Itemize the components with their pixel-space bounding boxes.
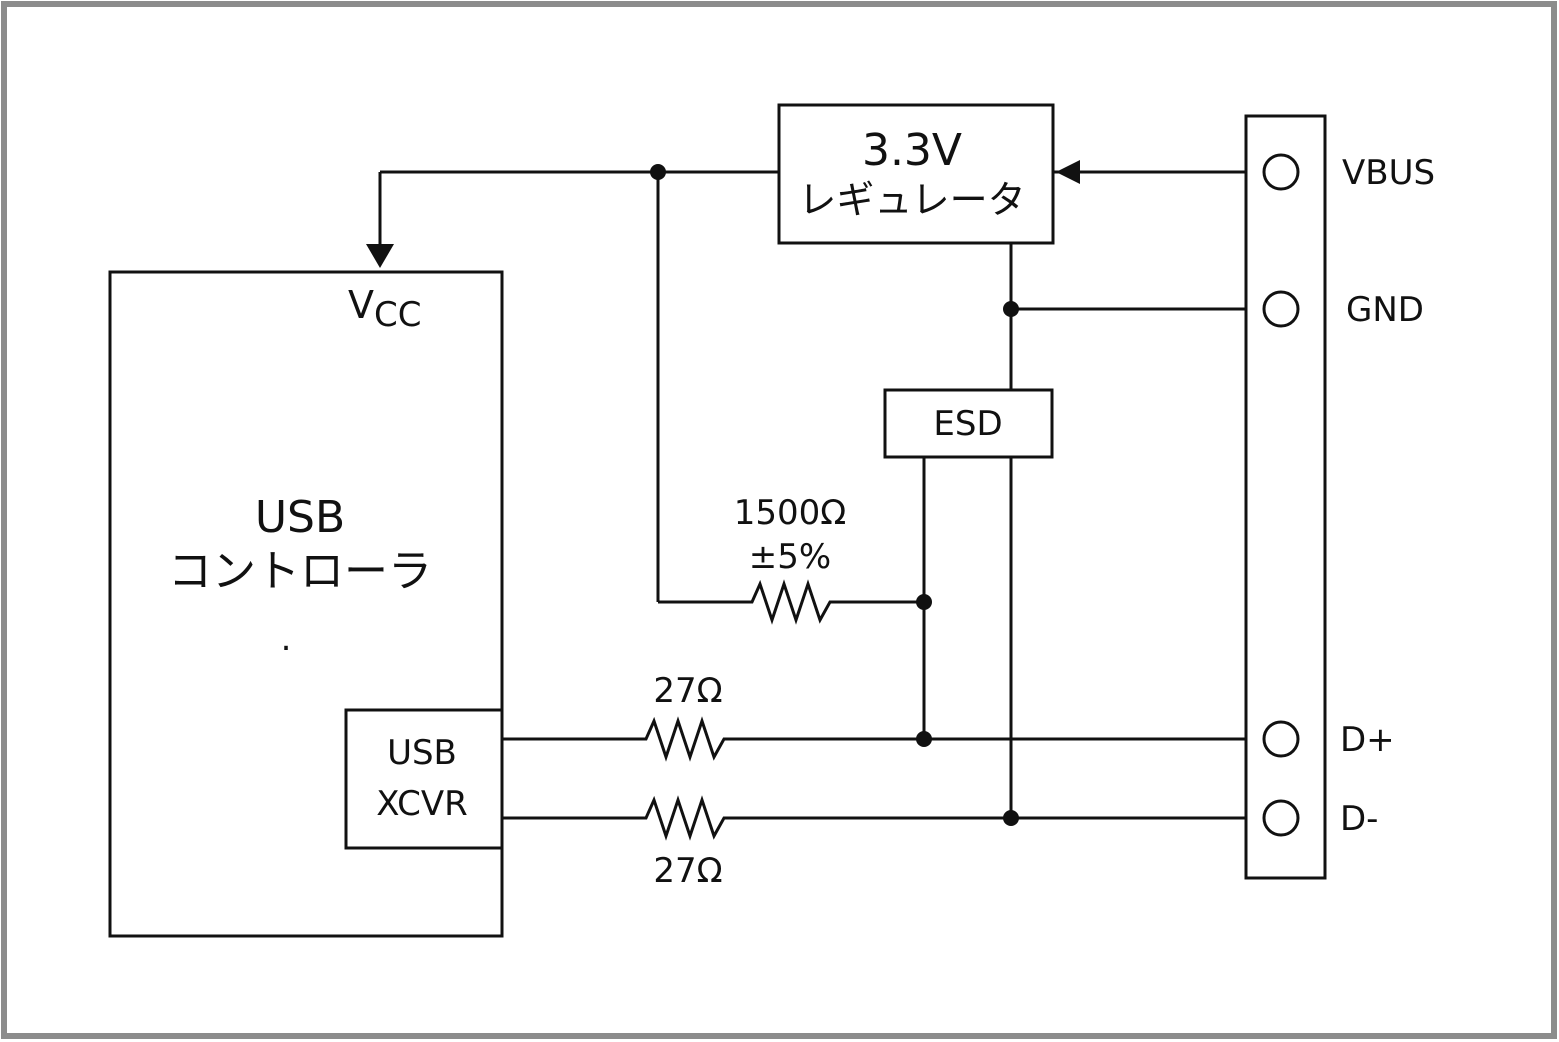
dplus-resistor-icon xyxy=(638,716,736,762)
vbus-pin-label: VBUS xyxy=(1342,153,1435,193)
junction-dot xyxy=(916,731,932,747)
esd-box xyxy=(883,388,1054,459)
regulator-label-line2: レギュレータ xyxy=(798,178,1025,222)
usb-connector-box xyxy=(1244,114,1327,880)
vcc-label: VCC xyxy=(348,283,421,335)
dminus-terminal-icon xyxy=(1262,799,1300,837)
transceiver-label-line2: XCVR xyxy=(376,784,467,824)
esd-label: ESD xyxy=(933,404,1002,444)
regulator-box xyxy=(777,103,1055,245)
dminus-resistor-icon xyxy=(638,795,736,841)
vbus-terminal-icon xyxy=(1262,153,1300,191)
dminus-pin-label: D- xyxy=(1340,799,1378,839)
vcc-label-subscript: CC xyxy=(374,295,421,335)
gnd-pin-label: GND xyxy=(1346,290,1424,330)
controller-label-line2: コントローラ xyxy=(168,546,432,597)
junction-dot xyxy=(1003,301,1019,317)
wires xyxy=(378,170,1266,820)
usb-transceiver-box xyxy=(344,708,504,850)
pullup-resistor-icon xyxy=(742,579,838,625)
controller-label-dot: . xyxy=(281,619,292,659)
transceiver-label-line1: USB xyxy=(387,733,457,773)
dplus-resistor-value: 27Ω xyxy=(653,671,722,711)
dminus-resistor-value: 27Ω xyxy=(653,851,722,891)
gnd-terminal-icon xyxy=(1262,290,1300,328)
junction-dot xyxy=(650,164,666,180)
junction-dot xyxy=(1003,810,1019,826)
regulator-label-line1: 3.3V xyxy=(862,125,962,176)
junction-dot xyxy=(916,594,932,610)
vcc-label-main: V xyxy=(348,283,374,327)
dplus-pin-label: D+ xyxy=(1340,720,1395,760)
dplus-terminal-icon xyxy=(1262,720,1300,758)
controller-label-line1: USB xyxy=(255,492,345,543)
pullup-resistor-tolerance: ±5% xyxy=(749,537,831,577)
vbus-input-arrow-icon xyxy=(1056,160,1080,184)
vcc-arrow-icon xyxy=(366,244,394,268)
junction-dots xyxy=(650,164,1019,826)
pullup-resistor-value: 1500Ω xyxy=(734,493,847,533)
